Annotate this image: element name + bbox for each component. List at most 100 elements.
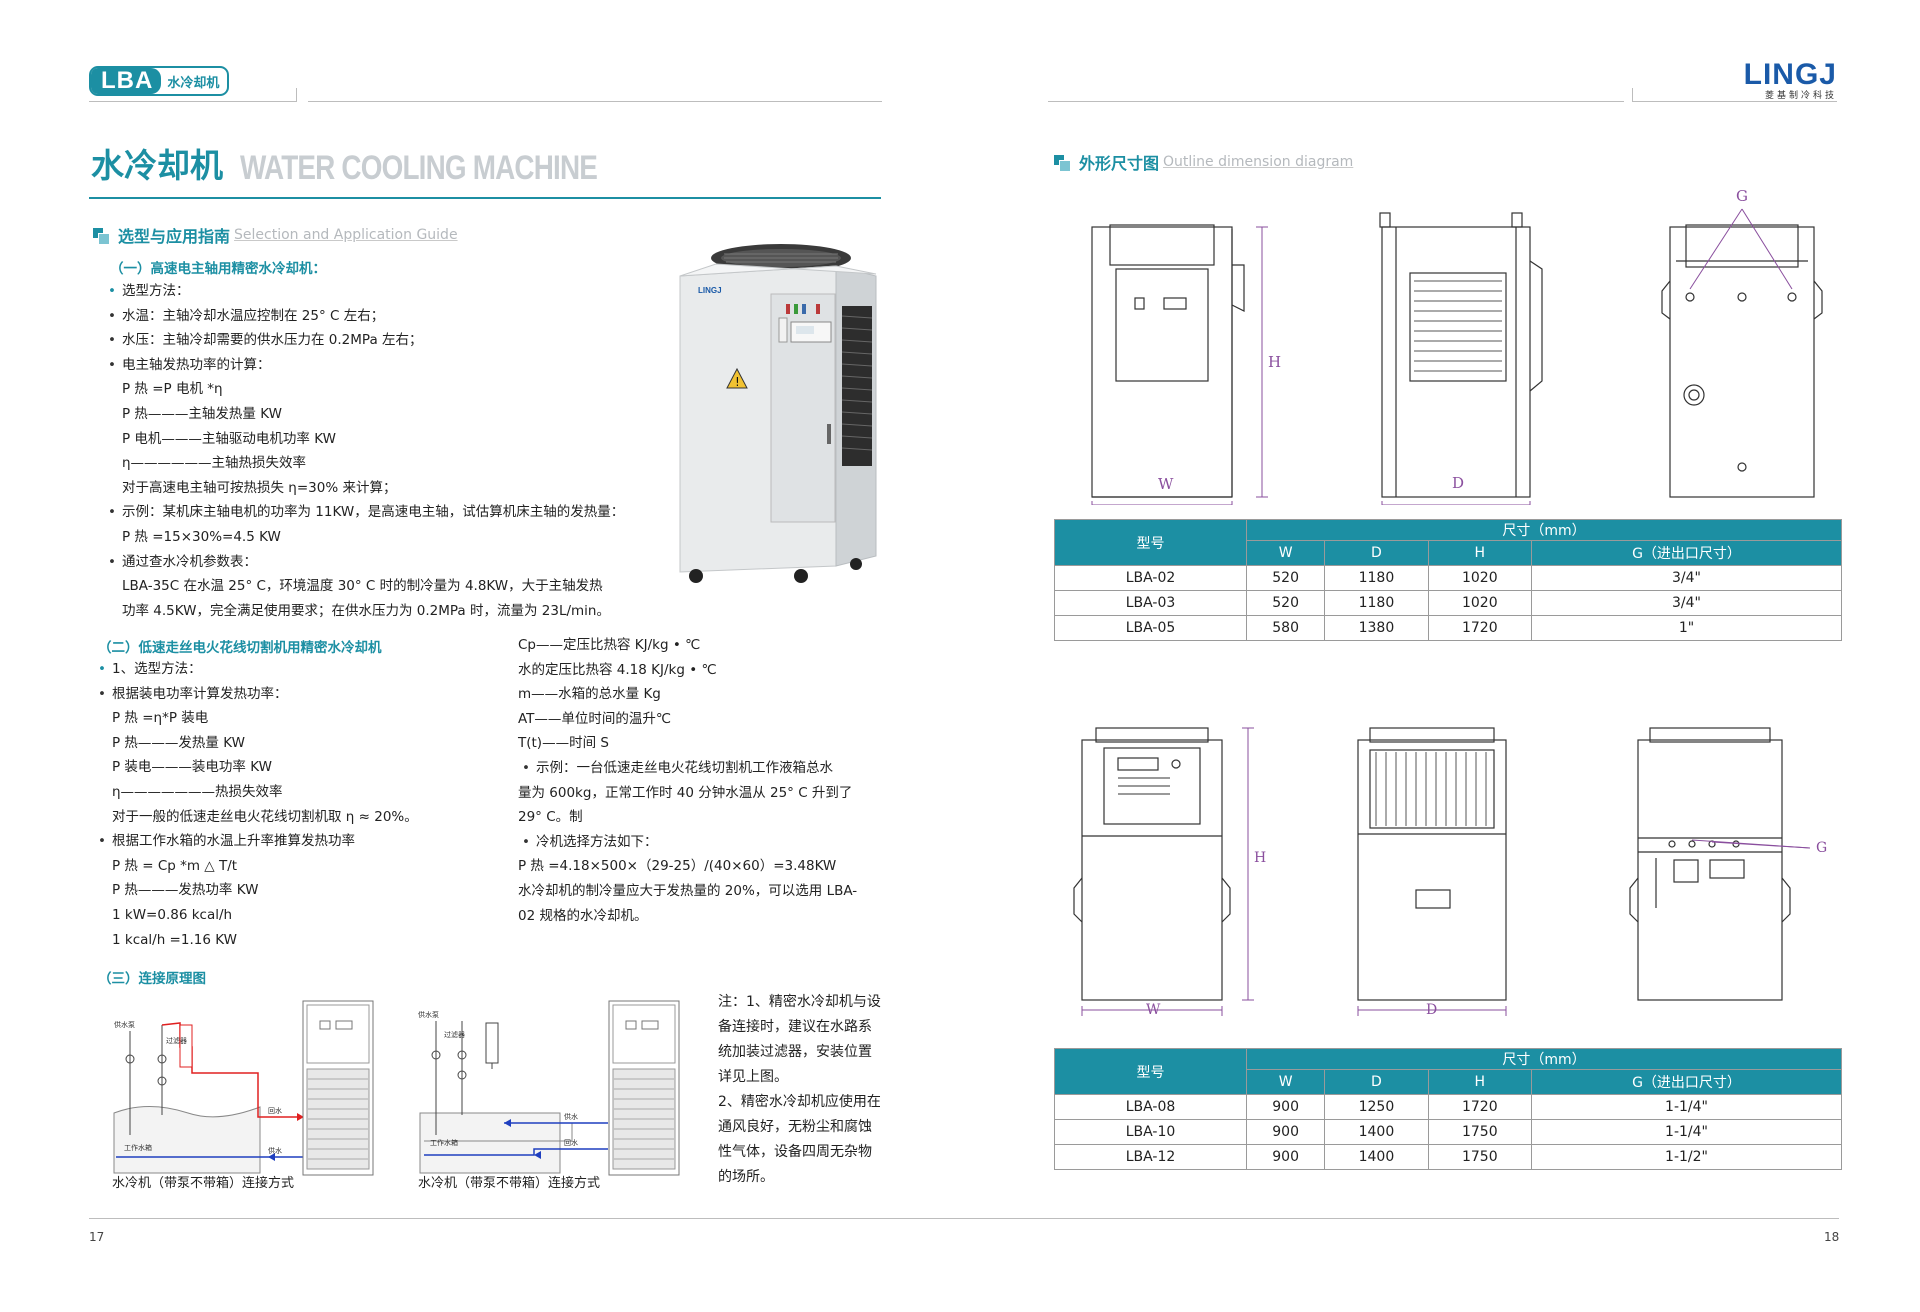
guide-heading-en: Selection and Application Guide: [234, 227, 458, 243]
table-row: LBA-03 520 1180 1020 3/4": [1054, 590, 1842, 616]
table-cell: 1250: [1324, 1094, 1429, 1120]
table-subheader: W: [1245, 540, 1326, 566]
table-subheader: D: [1324, 540, 1429, 566]
diagram-label: 供水泵: [418, 1010, 439, 1019]
dim-label-g: G: [1736, 187, 1748, 205]
note-line: 性气体，设备四周无杂物: [718, 1144, 872, 1160]
outline-drawing-small: W H D G: [1091, 187, 1823, 505]
part2-line: η———————热损失效率: [112, 783, 283, 800]
part2-line: 根据装电功率计算发热功率：: [112, 682, 418, 707]
note-line: 注：1、精密水冷却机与设: [718, 994, 881, 1010]
outline-heading-en: Outline dimension diagram: [1163, 154, 1354, 170]
outline-heading-cn: 外形尺寸图: [1079, 154, 1160, 173]
table-cell: 1020: [1427, 565, 1533, 591]
logo-subtitle: 菱基制冷科技: [1764, 91, 1837, 101]
table-cell: LBA-08: [1054, 1094, 1247, 1120]
diagram-label: 供水泵: [114, 1020, 135, 1029]
series-code: LBA: [91, 68, 162, 94]
page-number-left: 17: [89, 1230, 105, 1244]
part1-line: P 电机———主轴驱动电机功率 KW: [122, 430, 336, 447]
part2-line: P 热———发热量 KW: [112, 734, 245, 751]
table-cell: 1-1/4": [1531, 1094, 1842, 1120]
note-line: 通风良好，无粉尘和腐蚀: [718, 1119, 872, 1135]
part2-line: Cp——定压比热容 KJ/kg • ℃: [518, 637, 701, 653]
part2-line: P 热 = Cp *m △ T/t: [112, 857, 238, 874]
page-title-en: WATER COOLING MACHINE: [240, 149, 598, 187]
part2-line: 29° C。制: [518, 809, 583, 826]
table-cell: 3/4": [1531, 565, 1842, 591]
dimension-table-small: 型号 尺寸（mm） W D H G（进出口尺寸） LBA-02 520 1180…: [1054, 519, 1842, 641]
table-cell: 1180: [1324, 565, 1429, 591]
table-cell: 520: [1245, 565, 1326, 591]
part1-line: P 热 =P 电机 *η: [122, 381, 223, 398]
table-row: LBA-10 900 1400 1750 1-1/4": [1054, 1119, 1842, 1145]
dim-label-g: G: [1816, 840, 1827, 856]
header-rule-left-b: [308, 101, 882, 102]
table-row: LBA-08 900 1250 1720 1-1/4": [1054, 1094, 1842, 1120]
table-cell: LBA-12: [1054, 1144, 1247, 1170]
connection-diagram-1: 供水泵 过滤器 回水 供水 工作水箱: [113, 1000, 374, 1176]
part2-line: P 热 =η*P 装电: [112, 710, 209, 727]
part2-line: 示例：一台低速走丝电火花线切割机工作液箱总水: [536, 756, 857, 781]
header-tick: [296, 88, 297, 102]
section-square-icon: [93, 227, 110, 245]
part2-line: 1 kcal/h =1.16 KW: [112, 931, 237, 948]
table-cell: 900: [1245, 1144, 1326, 1170]
dimension-table-large: 型号 尺寸（mm） W D H G（进出口尺寸） LBA-08 900 1250…: [1054, 1048, 1842, 1170]
part2-line: P 装电———装电功率 KW: [112, 759, 272, 776]
part1-line: 水压：主轴冷却需要的供水压力在 0.2MPa 左右；: [122, 328, 624, 353]
part1-line: 通过查水冷机参数表：: [122, 550, 624, 575]
table-header-size: 尺寸（mm）: [1246, 519, 1842, 541]
table-cell: 1400: [1324, 1119, 1429, 1145]
table-cell: 1-1/4": [1531, 1119, 1842, 1145]
part1-line: P 热———主轴发热量 KW: [122, 405, 282, 422]
part2-line: m——水箱的总水量 Kg: [518, 686, 661, 703]
dim-label-d: D: [1426, 1002, 1437, 1018]
diagram-label: 供水: [564, 1112, 578, 1121]
table-cell: 1750: [1427, 1119, 1533, 1145]
table-cell: 1020: [1427, 590, 1533, 616]
table-cell: LBA-05: [1054, 615, 1247, 641]
series-name: 水冷却机: [167, 75, 220, 91]
note-line: 备连接时，建议在水路系: [718, 1019, 872, 1035]
connection-notes: 注：1、精密水冷却机与设 备连接时，建议在水路系 统加装过滤器，安装位置 详见上…: [718, 990, 881, 1190]
table-header-model: 型号: [1054, 519, 1247, 566]
table-cell: 3/4": [1531, 590, 1842, 616]
note-line: 的场所。: [718, 1169, 774, 1185]
table-cell: 1750: [1427, 1144, 1533, 1170]
diagram-label: 回水: [564, 1138, 578, 1147]
table-header-size: 尺寸（mm）: [1246, 1048, 1842, 1070]
outline-heading: 外形尺寸图 Outline dimension diagram: [1054, 150, 1353, 174]
table-subheader: G（进出口尺寸）: [1531, 540, 1842, 566]
note-line: 2、精密水冷却机应使用在: [718, 1094, 881, 1110]
part1-line: 示例：某机床主轴电机的功率为 11KW，是高速电主轴，试估算机床主轴的发热量：: [122, 500, 624, 525]
dim-label-w: W: [1146, 1002, 1161, 1018]
table-header-model: 型号: [1054, 1048, 1247, 1095]
part2-line: T(t)——时间 S: [518, 735, 609, 752]
table-subheader: G（进出口尺寸）: [1531, 1069, 1842, 1095]
guide-heading-cn: 选型与应用指南: [118, 227, 231, 246]
part1-line: 对于高速电主轴可按热损失 η=30% 来计算；: [122, 479, 397, 496]
dim-label-d: D: [1452, 474, 1464, 492]
diagram-label: 回水: [268, 1106, 282, 1115]
diagram-label: 供水: [268, 1146, 282, 1155]
part2-line: P 热 =4.18×500×（29-25）/(40×60）=3.48KW: [518, 858, 837, 875]
header-tick-right: [1632, 88, 1633, 102]
header-rule-left-a: [89, 101, 297, 102]
table-cell: 1720: [1427, 615, 1533, 641]
section-square-icon: [1054, 154, 1071, 172]
part2-line: 冷机选择方法如下：: [536, 830, 857, 855]
logo-word: LINGJ: [1743, 58, 1837, 91]
part1-line: η——————主轴热损失效率: [122, 455, 307, 472]
part2-line: 1、选型方法：: [112, 657, 418, 682]
part2-line: 1 kW=0.86 kcal/h: [112, 906, 233, 923]
header-rule-right-a: [1048, 101, 1624, 102]
part1-line: 水温：主轴冷却水温应控制在 25° C 左右；: [122, 304, 624, 329]
table-row: LBA-05 580 1380 1720 1": [1054, 615, 1842, 641]
guide-heading: 选型与应用指南 Selection and Application Guide: [93, 223, 458, 247]
table-cell: 1400: [1324, 1144, 1429, 1170]
part1-line: P 热 =15×30%=4.5 KW: [122, 528, 281, 545]
table-cell: LBA-10: [1054, 1119, 1247, 1145]
table-cell: 1380: [1324, 615, 1429, 641]
table-cell: 1-1/2": [1531, 1144, 1842, 1170]
